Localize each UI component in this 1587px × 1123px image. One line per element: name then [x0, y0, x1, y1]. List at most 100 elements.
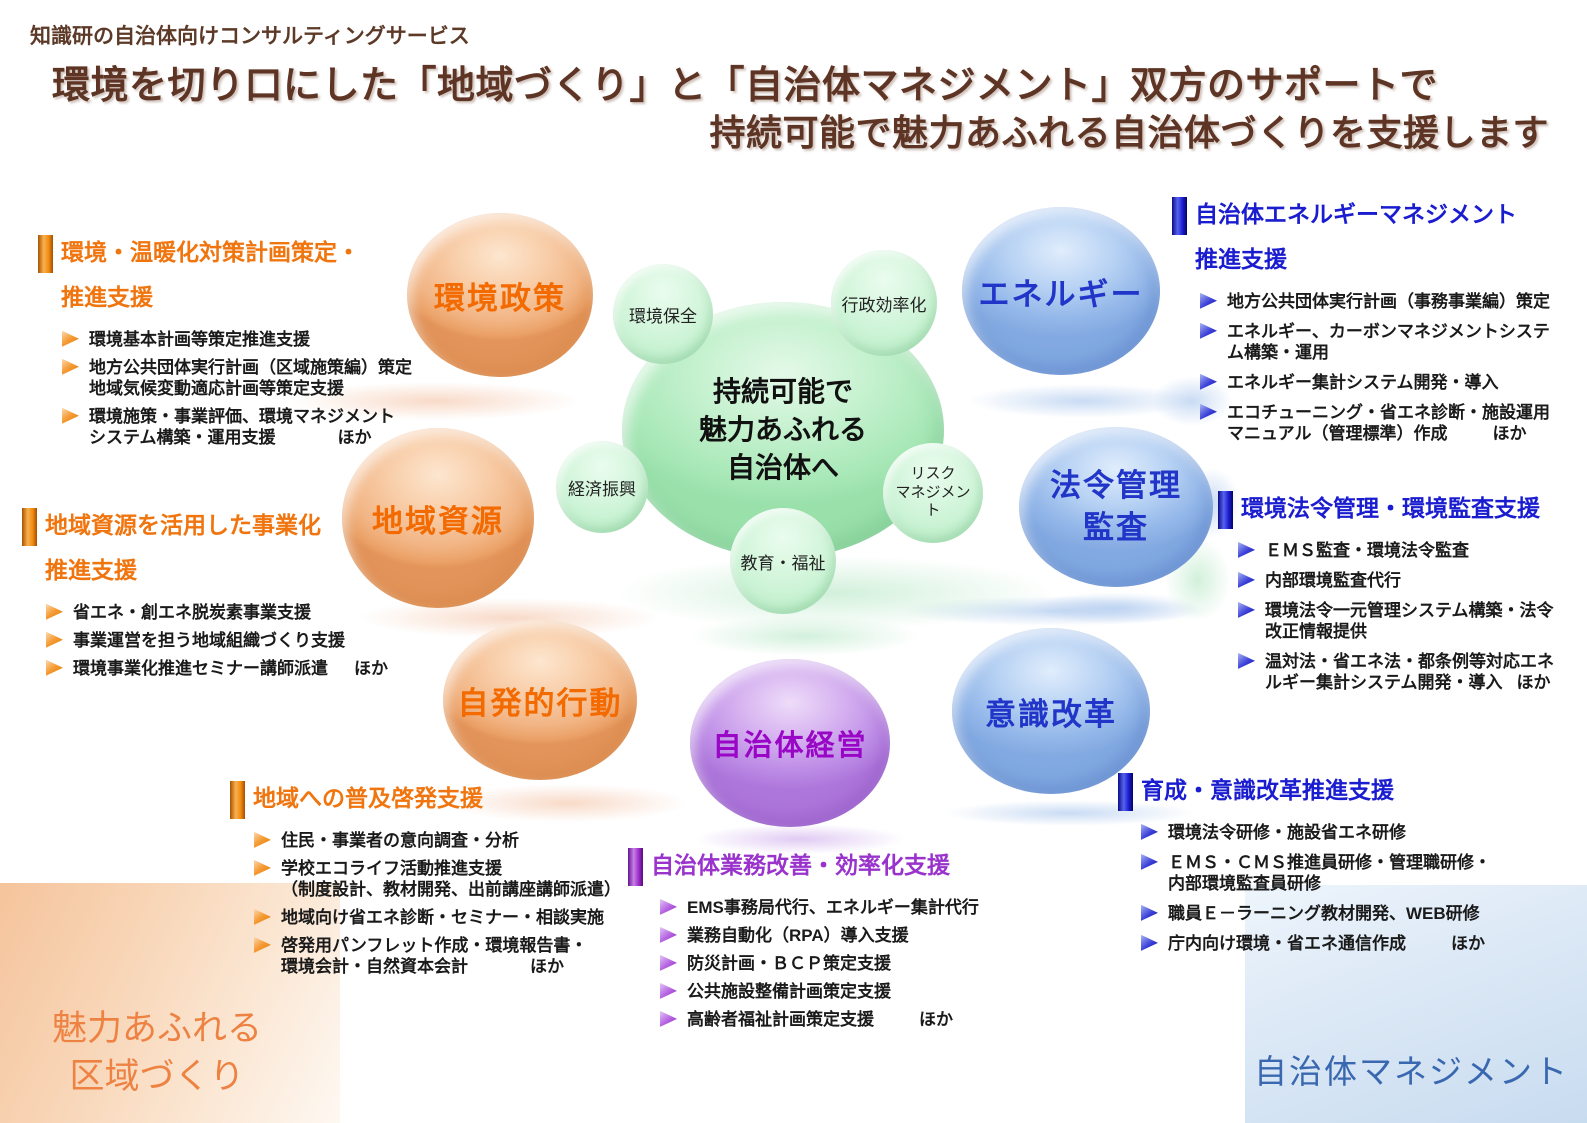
- bullet-text: EMS事務局代行、エネルギー集計代行: [687, 897, 979, 917]
- bullet-text: 職員Ｅ－ラーニング教材開発、WEB研修: [1168, 903, 1480, 923]
- triangle-bullet-icon: [660, 982, 677, 999]
- list-item: 温対法・省エネ法・都条例等対応エネ ルギー集計システム開発・導入ほか: [1238, 651, 1584, 693]
- list-item: 事業運営を担う地域組織づくり支援: [46, 630, 422, 651]
- note-text: ほか: [1516, 672, 1551, 692]
- section-marker-icon: [38, 235, 53, 273]
- note-text: ほか: [337, 427, 372, 447]
- note-text: ほか: [1451, 933, 1485, 953]
- bubble-label: 法令管理 監査: [1050, 465, 1182, 549]
- section-title-line: 地域への普及啓発支援: [253, 785, 483, 811]
- left-domain-label-line: 区域づくり: [69, 1057, 245, 1097]
- list-item: 省エネ・創エネ脱炭素事業支援: [46, 602, 422, 623]
- bullet-list: EMS事務局代行、エネルギー集計代行 業務自動化（RPA）導入支援 防災計画・Ｂ…: [628, 897, 1048, 1030]
- bullet-text: ルギー集計システム開発・導入: [1265, 672, 1503, 692]
- section-title-line: 推進支援: [61, 283, 153, 310]
- shadow-ellipse: [695, 824, 905, 854]
- list-item: 高齢者福祉計画策定支援ほか: [660, 1009, 1048, 1030]
- section-title-line: 推進支援: [45, 556, 137, 583]
- section-title-line: 自治体エネルギーマネジメント: [1195, 201, 1517, 227]
- satellite-label-line: ト: [925, 502, 941, 520]
- triangle-bullet-icon: [660, 898, 677, 915]
- triangle-bullet-icon: [1200, 373, 1217, 390]
- list-item: 環境法令一元管理システム構築・法令 改正情報提供: [1238, 600, 1584, 642]
- bubble-energy: エネルギー: [962, 207, 1160, 375]
- bullet-text: 高齢者福祉計画策定支援: [687, 1009, 874, 1029]
- section-env-planning: 環境・温暖化対策計画策定・ 推進支援 環境基本計画等策定推進支援 地方公共団体実…: [38, 230, 438, 455]
- bubble-awareness-reform: 意識改革: [952, 628, 1150, 794]
- bullet-list: 環境法令研修・施設省エネ研修 ＥＭＳ・ＣＭＳ推進員研修・管理職研修・ 内部環境監…: [1118, 822, 1584, 954]
- satellite-education-welfare: 教育・福祉: [730, 508, 836, 614]
- triangle-bullet-icon: [62, 330, 79, 347]
- satellite-label-line: マネジメン: [895, 483, 971, 501]
- satellite-label-line: リスク: [910, 464, 956, 482]
- bullet-text: 環境事業化推進セミナー講師派遣ほか: [73, 658, 388, 679]
- bullet-text: 内部環境監査代行: [1265, 570, 1401, 590]
- section-training-awareness: 育成・意識改革推進支援 環境法令研修・施設省エネ研修 ＥＭＳ・ＣＭＳ推進員研修・…: [1118, 768, 1584, 963]
- satellite-risk-management: リスク マネジメン ト: [883, 443, 983, 543]
- bullet-text: 地方公共団体実行計画（事務事業編）策定: [1227, 291, 1550, 311]
- list-item: EMS事務局代行、エネルギー集計代行: [660, 897, 1048, 918]
- shadow-ellipse: [448, 784, 688, 822]
- bullet-text: 環境施策・事業評価、環境マネジメント: [89, 406, 395, 426]
- list-item: 啓発用パンフレット作成・環境報告書・ 環境会計・自然資本会計ほか: [254, 935, 630, 977]
- bubble-legal-audit: 法令管理 監査: [1019, 427, 1213, 587]
- section-title-line: 推進支援: [1195, 245, 1287, 272]
- triangle-bullet-icon: [1200, 322, 1217, 339]
- left-domain-label: 魅力あふれる 区域づくり: [12, 1005, 302, 1102]
- list-item: 環境法令研修・施設省エネ研修: [1141, 822, 1584, 843]
- section-title-line: 育成・意識改革推進支援: [1141, 777, 1394, 803]
- triangle-bullet-icon: [1141, 904, 1158, 921]
- satellite-environment: 環境保全: [613, 264, 713, 364]
- section-title: 地域への普及啓発支援: [253, 776, 483, 821]
- list-item: ＥＭＳ監査・環境法令監査: [1238, 540, 1584, 561]
- bullet-text: （制度設計、教材開発、出前講座講師派遣）: [281, 879, 621, 899]
- triangle-bullet-icon: [254, 908, 271, 925]
- satellite-label: 経済振興: [568, 479, 636, 499]
- bullet-text: 防災計画・ＢＣＰ策定支援: [687, 953, 891, 973]
- bubble-label-line: 法令管理: [1050, 468, 1182, 504]
- section-title-line: 環境法令管理・環境監査支援: [1241, 495, 1540, 521]
- center-goal-line: 持続可能で: [712, 376, 853, 408]
- main-title-line2: 持続可能で魅力あふれる自治体づくりを支援します: [709, 112, 1549, 153]
- list-item: 地域向け省エネ診断・セミナー・相談実施: [254, 907, 630, 928]
- bullet-text: 温対法・省エネ法・都条例等対応エネ: [1265, 651, 1554, 671]
- bubble-voluntary-action: 自発的行動: [443, 620, 637, 780]
- center-goal-text: 持続可能で 魅力あふれる 自治体へ: [699, 373, 867, 486]
- section-marker-icon: [22, 508, 37, 546]
- section-title: 環境・温暖化対策計画策定・ 推進支援: [61, 230, 360, 320]
- shadow-ellipse: [945, 800, 1195, 826]
- triangle-bullet-icon: [1238, 601, 1255, 618]
- bubble-municipal-management: 自治体経営: [690, 659, 890, 827]
- triangle-bullet-icon: [62, 358, 79, 375]
- bullet-text: 環境会計・自然資本会計ほか: [281, 956, 587, 977]
- triangle-bullet-icon: [1141, 853, 1158, 870]
- section-marker-icon: [1172, 197, 1187, 235]
- section-header: 環境法令管理・環境監査支援: [1218, 486, 1584, 531]
- bullet-text: 環境法令研修・施設省エネ研修: [1168, 822, 1406, 842]
- bullet-list: 地方公共団体実行計画（事務事業編）策定 エネルギー、カーボンマネジメントシステ …: [1172, 291, 1584, 444]
- bullet-text: 環境会計・自然資本会計: [281, 956, 468, 976]
- bullet-text: システム構築・運用支援 ほか: [89, 427, 395, 448]
- list-item: 内部環境監査代行: [1238, 570, 1584, 591]
- bubble-label: 自発的行動: [457, 685, 623, 721]
- section-marker-icon: [1218, 491, 1233, 529]
- bullet-list: 環境基本計画等策定推進支援 地方公共団体実行計画（区域施策編）策定 地域気候変動…: [38, 329, 438, 448]
- section-title: 地域資源を活用した事業化 推進支援: [45, 503, 321, 593]
- bullet-text: エネルギー集計システム開発・導入: [1227, 372, 1499, 392]
- bullet-text: 地域気候変動適応計画等策定支援: [89, 378, 344, 398]
- satellite-label: 教育・福祉: [740, 553, 826, 573]
- bullet-text: 学校エコライフ活動推進支援: [281, 858, 502, 878]
- bubble-regional-resources: 地域資源: [342, 428, 534, 608]
- bullet-text: ム構築・運用: [1227, 342, 1329, 362]
- triangle-bullet-icon: [1238, 652, 1255, 669]
- list-item: 地方公共団体実行計画（事務事業編）策定: [1200, 291, 1584, 312]
- bullet-text: エネルギー、カーボンマネジメントシステ: [1227, 321, 1550, 341]
- left-domain-label-line: 魅力あふれる: [51, 1009, 262, 1048]
- list-item: エネルギー、カーボンマネジメントシステ ム構築・運用: [1200, 321, 1584, 363]
- list-item: 職員Ｅ－ラーニング教材開発、WEB研修: [1141, 903, 1584, 924]
- bullet-text: 公共施設整備計画策定支援: [687, 981, 891, 1001]
- triangle-bullet-icon: [1200, 292, 1217, 309]
- bullet-text: ＥＭＳ監査・環境法令監査: [1265, 540, 1469, 560]
- bubble-label: 意識改革: [985, 696, 1117, 732]
- bullet-text: システム構築・運用支援: [89, 427, 276, 447]
